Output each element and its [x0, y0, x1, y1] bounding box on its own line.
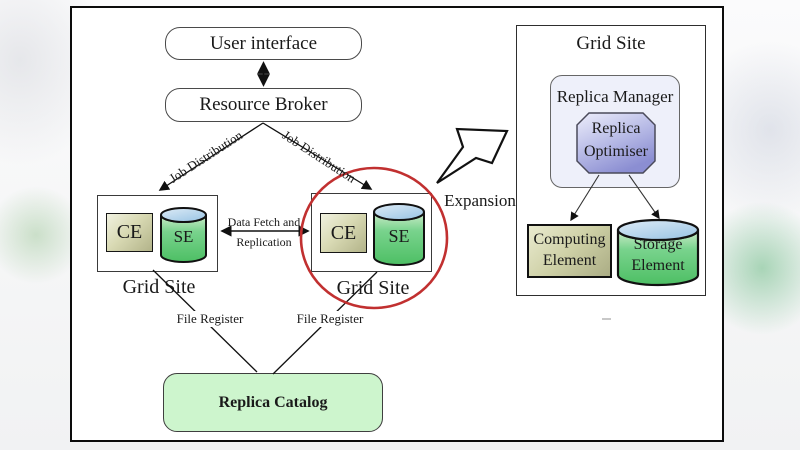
user-interface-label: User interface	[209, 32, 318, 54]
grid-site-left-ce-box: CE	[106, 213, 153, 252]
se-label-right: SE	[388, 226, 410, 246]
se-label-left: SE	[173, 227, 194, 246]
resource-broker-box: Resource Broker	[165, 88, 362, 122]
computing-element-line2: Element	[542, 252, 597, 269]
stray-mark	[602, 318, 611, 320]
expanded-grid-site-title: Grid Site	[576, 33, 646, 54]
user-interface-box: User interface	[165, 27, 362, 60]
grid-site-right-ce-box: CE	[320, 213, 367, 253]
grid-site-right-caption: Grid Site	[336, 277, 410, 299]
replica-catalog-box: Replica Catalog	[163, 373, 383, 432]
computing-element-line1: Computing	[533, 231, 606, 249]
storage-element-label: Storage Element	[618, 232, 698, 280]
ce-label: CE	[116, 221, 143, 243]
file-register-left-label: File Register	[169, 311, 251, 327]
storage-element-line2: Element	[631, 257, 685, 274]
file-register-right-label: File Register	[289, 311, 371, 327]
grid-site-left-caption: Grid Site	[122, 276, 196, 298]
resource-broker-label: Resource Broker	[199, 94, 328, 115]
ce-label: CE	[330, 221, 357, 244]
replica-optimiser-label-line1: Replica	[591, 120, 641, 137]
expansion-label: Expansion	[444, 191, 516, 210]
computing-element-box: Computing Element	[527, 224, 612, 278]
replica-manager-label: Replica Manager	[556, 87, 674, 106]
storage-element-line1: Storage	[633, 236, 683, 254]
data-fetch-label-line2: Replication	[236, 235, 292, 249]
replica-optimiser-label-line2: Optimiser	[584, 143, 648, 160]
replica-catalog-label: Replica Catalog	[218, 393, 328, 411]
data-fetch-label-line1: Data Fetch and	[227, 215, 301, 229]
